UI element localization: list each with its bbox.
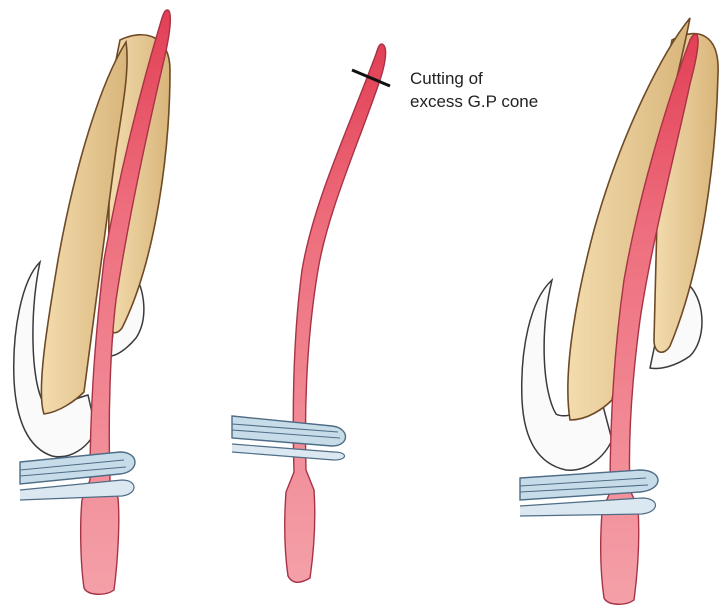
cut-annotation-line1: Cutting of xyxy=(410,67,538,90)
gp-cone-middle xyxy=(285,44,386,582)
figure-right-tooth-with-cone xyxy=(520,18,718,604)
cut-annotation-label: Cutting of excess G.P cone xyxy=(410,67,538,113)
cut-annotation-line2: excess G.P cone xyxy=(410,90,538,113)
rubber-stopper-middle xyxy=(232,416,346,460)
figure-left-tooth-with-cone xyxy=(14,10,171,594)
rubber-stopper-right xyxy=(520,470,658,516)
figure-middle-cone-alone xyxy=(232,44,390,582)
rubber-stopper-left xyxy=(20,452,135,500)
